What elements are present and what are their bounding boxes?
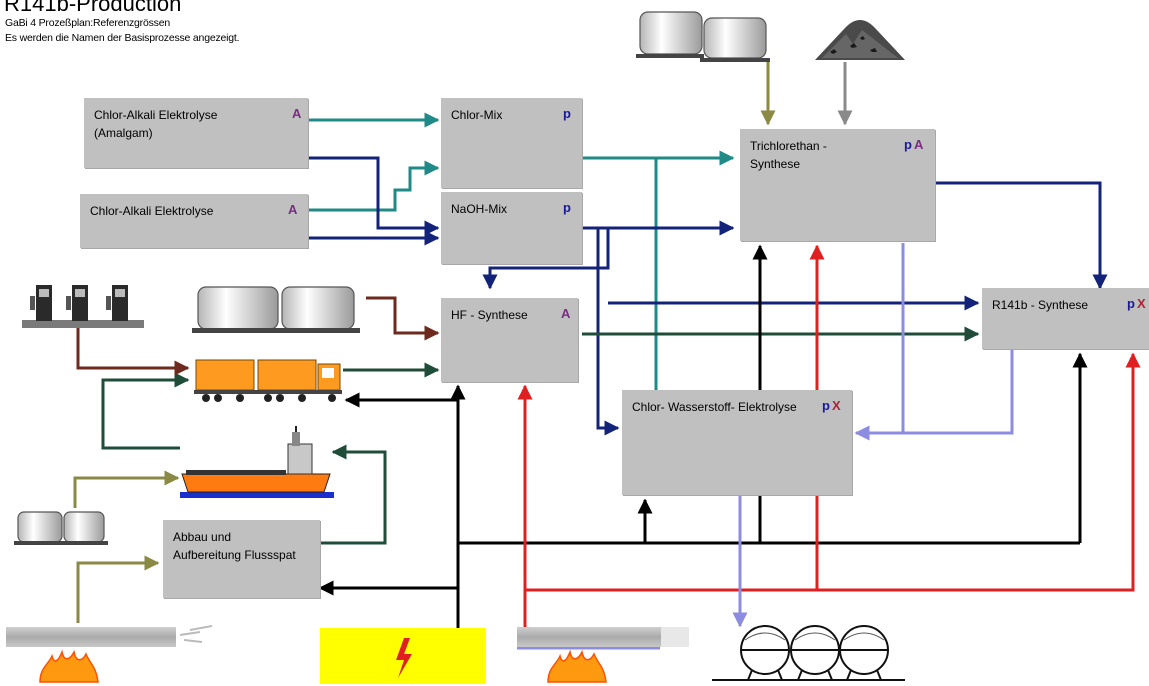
process-label: Trichlorethan - Synthese [750,137,827,173]
process-label: NaOH-Mix [451,200,507,218]
brown-flow [366,298,438,333]
process-hf-synthese[interactable]: HF - Synthese A [441,298,578,382]
gas-flame-icon [517,627,689,682]
process-chlor-alkali-amalgam[interactable]: Chlor-Alkali Elektrolyse (Amalgam) A [84,98,308,168]
gas-flame-icon [6,626,212,682]
process-chlor-mix[interactable]: Chlor-Mix p [441,98,582,188]
process-type-badge-p: p [904,137,912,152]
spherical-gas-tank-icon [712,626,905,680]
process-type-badge-p: p [822,398,830,413]
fuel-pumps-icon [22,285,144,328]
process-label: Chlor-Alkali Elektrolyse [90,202,213,220]
diagram-subtitle: GaBi 4 Prozeßplan:Referenzgrössen [5,17,170,29]
process-label: Chlor-Mix [451,106,502,124]
process-naoh-mix[interactable]: NaOH-Mix p [441,192,582,264]
truck-icon [194,360,342,402]
electricity-icon [320,628,486,684]
process-abbau-flussspat[interactable]: Abbau und Aufbereitung Flussspat [163,520,320,598]
diagram-title: R141b-Production [4,0,181,17]
diagram-subtitle-2: Es werden die Namen der Basisprozesse an… [5,32,239,44]
process-label: R141b - Synthese [992,296,1088,314]
process-type-badge-a: A [914,137,923,152]
brown-flow-2 [78,328,188,368]
process-label: Chlor- Wasserstoff- Elektrolyse [632,398,797,416]
process-type-badge: p [563,200,571,215]
process-type-badge-x: X [832,398,841,413]
process-type-badge-p: p [1127,296,1135,311]
process-label: Abbau und Aufbereitung Flussspat [173,528,296,564]
process-type-badge-x: X [1137,296,1146,311]
storage-tank-icon [636,12,770,62]
cargo-ship-icon [180,426,334,498]
process-trichlorethan-synthese[interactable]: Trichlorethan - Synthese p A [740,129,935,241]
process-label: HF - Synthese [451,306,528,324]
process-type-badge: p [563,106,571,121]
process-type-badge: A [292,106,301,121]
storage-tank-icon [14,512,108,545]
process-chlor-alkali[interactable]: Chlor-Alkali Elektrolyse A [80,194,308,248]
process-type-badge: A [288,202,297,217]
process-type-badge: A [561,306,570,321]
process-r141b-synthese[interactable]: R141b - Synthese p X [982,288,1149,349]
process-chlor-wasserstoff-elektrolyse[interactable]: Chlor- Wasserstoff- Elektrolyse p X [622,390,852,495]
process-label: Chlor-Alkali Elektrolyse (Amalgam) [94,106,217,142]
storage-tank-icon [192,287,360,333]
bulk-material-heap-icon [815,20,905,60]
